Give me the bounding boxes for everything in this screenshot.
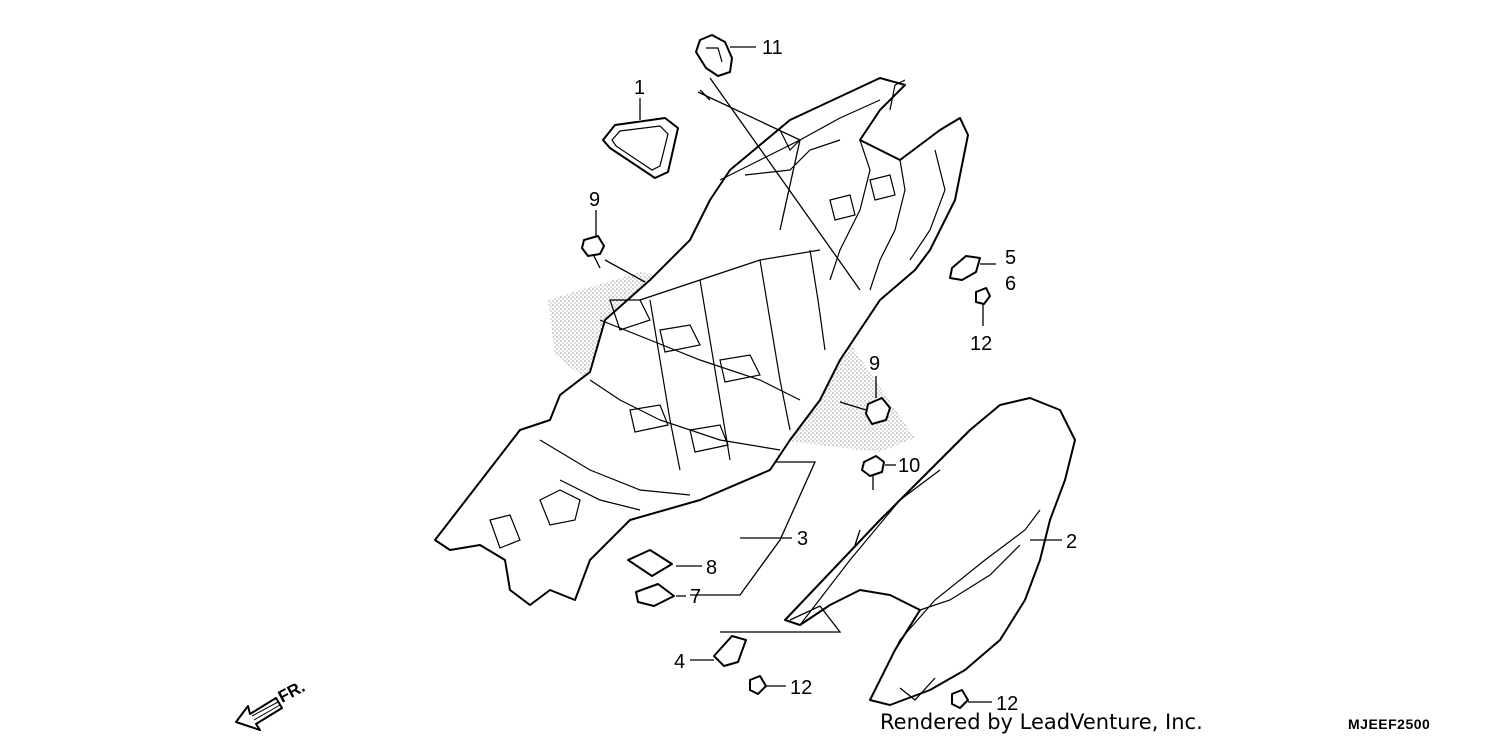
part-4-clip	[713, 635, 747, 667]
part-9-bolt-b	[865, 397, 891, 425]
rear-fender-cover	[784, 397, 1076, 706]
callout-9-top: 9	[589, 189, 600, 211]
part-1-gasket	[602, 117, 679, 179]
part-12-screw-b	[749, 675, 767, 695]
callout-10: 10	[898, 455, 920, 477]
part-11-clip	[695, 34, 733, 77]
direction-label: FR.	[275, 677, 308, 707]
diagram-code: MJEEF2500	[1348, 716, 1431, 732]
callout-8: 8	[706, 557, 717, 579]
callout-12-bottom-left: 12	[790, 677, 812, 699]
rear-fender-main	[434, 77, 969, 606]
callout-5: 5	[1005, 247, 1016, 269]
callout-2: 2	[1066, 531, 1077, 553]
callout-1: 1	[634, 77, 645, 99]
callout-9-right: 9	[869, 353, 880, 375]
callout-7: 7	[690, 586, 701, 608]
part-10-clip	[861, 455, 885, 490]
leader-lines	[595, 46, 1062, 703]
callout-3: 3	[797, 528, 808, 550]
part-8-pad	[627, 549, 673, 577]
part-12-screw-c	[951, 689, 969, 709]
callout-4: 4	[674, 651, 685, 673]
part-7-pad	[635, 583, 675, 607]
callout-11: 11	[762, 37, 783, 59]
part-5-6-bracket	[949, 255, 981, 281]
part-9-bolt-a	[581, 235, 605, 269]
render-credit: Rendered by LeadVenture, Inc.	[880, 710, 1203, 734]
callout-6: 6	[1005, 273, 1016, 295]
part-12-screw-a	[975, 287, 991, 305]
front-direction-arrow: FR.	[235, 677, 308, 731]
callout-12-bottom-right: 12	[996, 693, 1018, 715]
callout-12-right: 12	[970, 333, 992, 355]
